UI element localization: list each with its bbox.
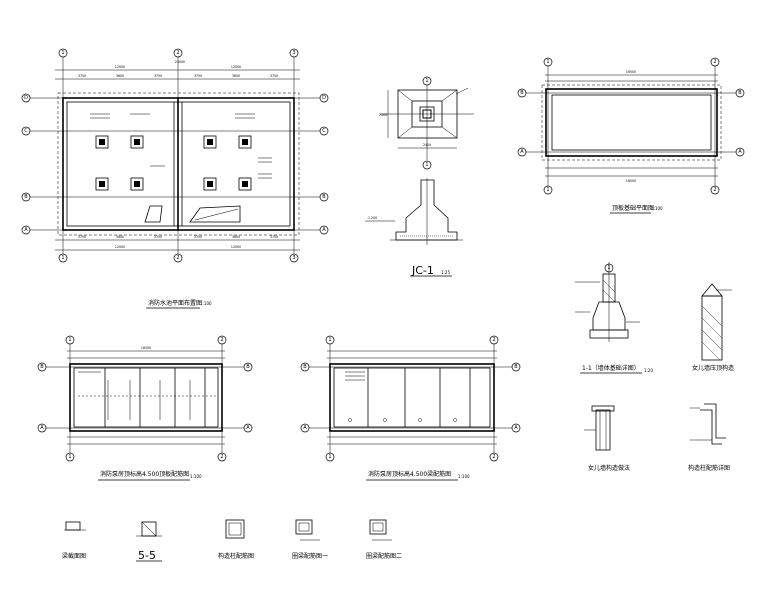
view-title-foundation-plan: 消防水池平面布置图 — [148, 299, 202, 307]
svg-text:A: A — [520, 149, 524, 155]
svg-text:12000: 12000 — [231, 65, 241, 69]
svg-text:2: 2 — [713, 59, 716, 65]
view-scale: 1:100 — [200, 301, 212, 306]
svg-text:A: A — [246, 425, 250, 431]
svg-text:B: B — [520, 90, 524, 96]
svg-text:1:100: 1:100 — [190, 474, 202, 479]
svg-text:B: B — [40, 364, 44, 370]
svg-text:B: B — [246, 364, 250, 370]
svg-text:2: 2 — [713, 187, 716, 193]
parapet-top-view: 女儿墙压顶构造 — [692, 283, 734, 372]
axis-bubble: 2 — [176, 50, 179, 56]
svg-text:16500: 16500 — [626, 179, 636, 183]
column-section-view: 构造柱配筋图 — [218, 519, 254, 560]
axis-bubble: 3 — [292, 50, 295, 56]
axis-bubble: 1 — [61, 255, 64, 261]
view-title-jc1: JC-1 — [411, 264, 434, 277]
svg-text:1: 1 — [328, 337, 331, 343]
axis-bubble: C — [322, 128, 326, 134]
svg-text:3750: 3750 — [270, 235, 278, 239]
axis-bubble: D — [322, 95, 326, 101]
svg-text:3600: 3600 — [232, 235, 240, 239]
view-title-roof-beam: 消防泵房顶标高4.500梁配筋图 — [368, 470, 451, 478]
axis-bubble: B — [24, 194, 28, 200]
view-title-55: 5-5 — [138, 549, 156, 562]
svg-text:3600: 3600 — [116, 74, 124, 78]
svg-text:12000: 12000 — [115, 245, 125, 249]
axis-bubble: 2 — [176, 255, 179, 261]
svg-text:A: A — [514, 425, 518, 431]
view-title-column-section: 构造柱配筋图 — [218, 552, 254, 560]
svg-text:2: 2 — [220, 337, 223, 343]
wall-foundation-plan-view: 1 2 1 2 B A B A 16500 16500 顶板基础平面图 1:10… — [517, 57, 745, 214]
svg-text:24000: 24000 — [175, 60, 185, 64]
view-title-ring-beam-2: 圈梁配筋图二 — [366, 552, 402, 560]
svg-text:3750: 3750 — [194, 74, 202, 78]
view-title-ring-beam-1: 圈梁配筋图一 — [292, 552, 328, 560]
svg-text:A: A — [738, 149, 742, 155]
column-detail-view: 构造柱配筋详图 — [688, 403, 730, 472]
svg-text:3750: 3750 — [154, 74, 162, 78]
jc1-footing-view: 1 2400 2400 1 -1.200 JC-1 1:25 — [365, 76, 474, 277]
ring-beam-2-view: 圈梁配筋图二 — [366, 519, 402, 560]
svg-text:2400: 2400 — [423, 143, 431, 147]
svg-text:16500: 16500 — [141, 346, 151, 350]
foundation-plan-view: 12000 12000 24000 3750 3600 3750 3750 3600 3… — [21, 48, 329, 309]
svg-text:A: A — [303, 425, 307, 431]
svg-text:2400: 2400 — [379, 113, 387, 117]
svg-text:1:100: 1:100 — [651, 206, 663, 211]
svg-text:3750: 3750 — [78, 235, 86, 239]
svg-text:1: 1 — [425, 162, 428, 168]
view-title-wall-section: 1-1（墙体基础详图） — [582, 364, 640, 372]
svg-text:1:25: 1:25 — [441, 270, 450, 275]
roof-beam-plan-view: 1 2 1 2 B A B A 消防泵房顶标高4.500梁配筋图 1:100 — [300, 335, 521, 481]
svg-text:B: B — [514, 364, 518, 370]
svg-text:12000: 12000 — [231, 245, 241, 249]
svg-text:1:100: 1:100 — [458, 474, 470, 479]
svg-text:16500: 16500 — [626, 70, 636, 74]
view-title-parapet-top: 女儿墙压顶构造 — [692, 364, 734, 372]
svg-text:A: A — [40, 425, 44, 431]
svg-text:1:20: 1:20 — [644, 368, 653, 373]
svg-text:2: 2 — [220, 454, 223, 460]
view-title-wall-foundation: 顶板基础平面图 — [612, 204, 654, 212]
svg-text:1: 1 — [546, 59, 549, 65]
axis-bubble: 3 — [292, 255, 295, 261]
axis-bubble: B — [322, 194, 326, 200]
svg-text:B: B — [303, 364, 307, 370]
column-footings — [95, 135, 252, 191]
svg-text:3750: 3750 — [194, 235, 202, 239]
svg-text:12000: 12000 — [115, 65, 125, 69]
view-title-column-detail: 构造柱配筋详图 — [688, 464, 730, 472]
svg-text:1: 1 — [425, 78, 428, 84]
svg-text:2: 2 — [492, 454, 495, 460]
view-title-beam-section: 梁截面图 — [62, 552, 86, 560]
axis-bubble: D — [24, 95, 28, 101]
svg-text:3750: 3750 — [270, 74, 278, 78]
wall-section-view: 1 1-1（墙体基础详图） 1:20 — [575, 262, 653, 374]
ring-beam-1-view: 圈梁配筋图一 — [292, 519, 328, 560]
svg-text:1: 1 — [546, 187, 549, 193]
svg-text:3750: 3750 — [154, 235, 162, 239]
axis-bubble: 1 — [61, 50, 64, 56]
beam-section-view: 梁截面图 — [62, 521, 86, 560]
svg-text:3600: 3600 — [232, 74, 240, 78]
axis-bubble: A — [322, 227, 326, 233]
svg-text:3600: 3600 — [116, 235, 124, 239]
svg-text:2: 2 — [492, 337, 495, 343]
svg-text:3750: 3750 — [78, 74, 86, 78]
svg-text:1: 1 — [68, 337, 71, 343]
view-title-roof-slab: 消防泵房顶标高4.500顶板配筋图 — [100, 470, 189, 478]
view-title-parapet-section: 女儿墙构造做法 — [588, 464, 630, 472]
svg-text:-1.200: -1.200 — [367, 216, 377, 220]
roof-slab-plan-view: 1 2 1 2 B A B A 16500 消防泵房顶标高4.500顶板配筋图 … — [37, 335, 253, 481]
axis-bubble: A — [24, 227, 28, 233]
svg-text:1: 1 — [68, 454, 71, 460]
axis-bubble: C — [24, 128, 28, 134]
parapet-section-view: 女儿墙构造做法 — [584, 405, 630, 472]
svg-text:B: B — [738, 90, 742, 96]
section-55-view: 5-5 — [136, 521, 162, 562]
svg-text:1: 1 — [328, 454, 331, 460]
